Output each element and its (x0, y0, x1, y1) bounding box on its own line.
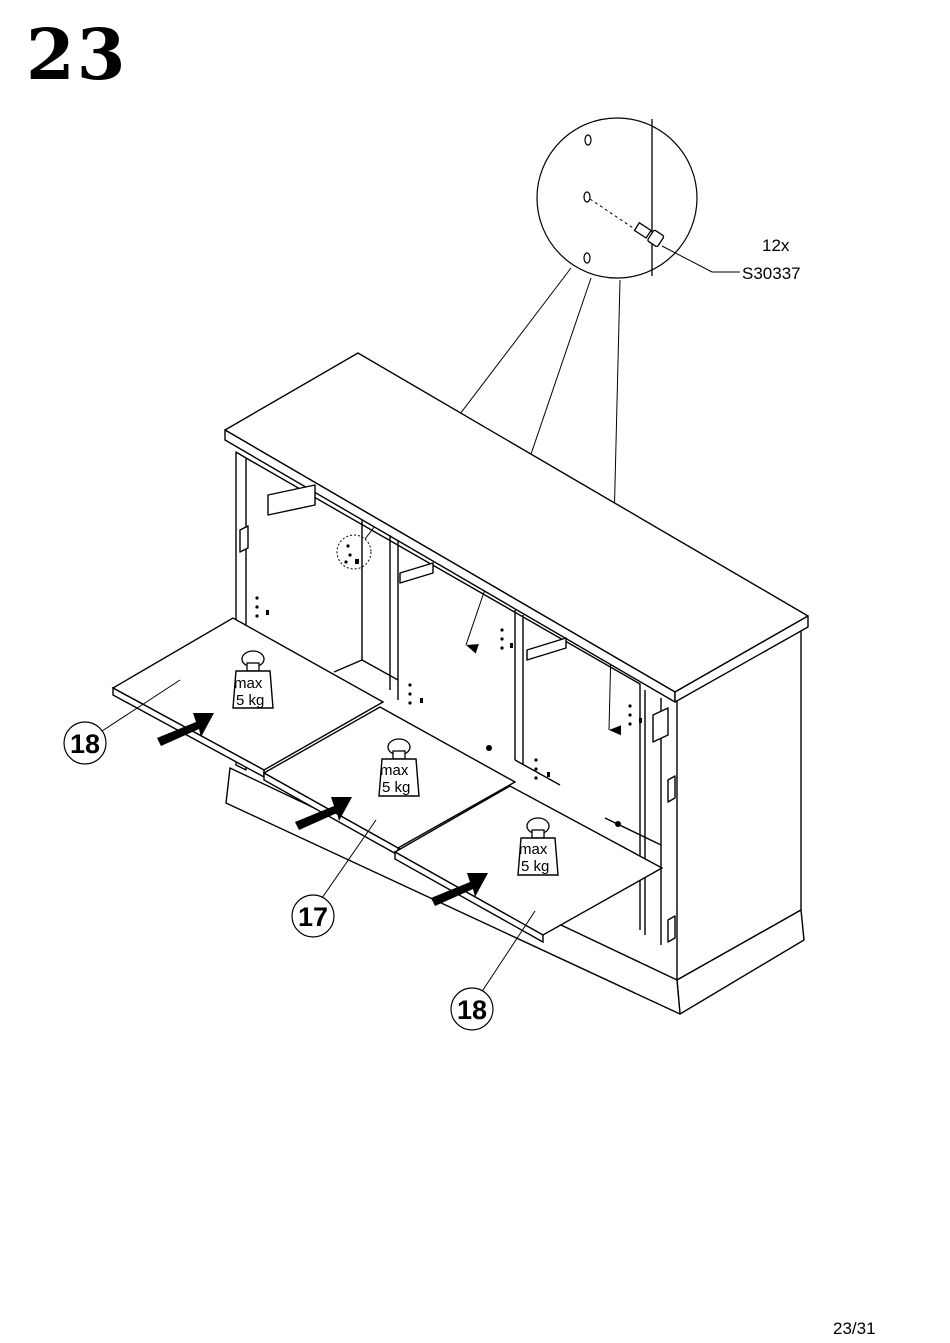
hardware-quantity: 12x (762, 236, 790, 255)
page-number: 23/31 (833, 1319, 876, 1339)
detail-circle (537, 118, 740, 278)
weight-label-line2: 5 kg (521, 858, 549, 875)
weight-label-line1: max (380, 762, 409, 779)
weight-label-line1: max (519, 841, 548, 858)
part-number: 18 (457, 995, 487, 1025)
weight-label-line2: 5 kg (382, 779, 410, 796)
weight-label-line2: 5 kg (236, 692, 264, 709)
part-number: 18 (70, 729, 100, 759)
part-number: 17 (298, 902, 328, 932)
weight-label-line1: max (234, 675, 263, 692)
hardware-part-code: S30337 (742, 264, 801, 283)
